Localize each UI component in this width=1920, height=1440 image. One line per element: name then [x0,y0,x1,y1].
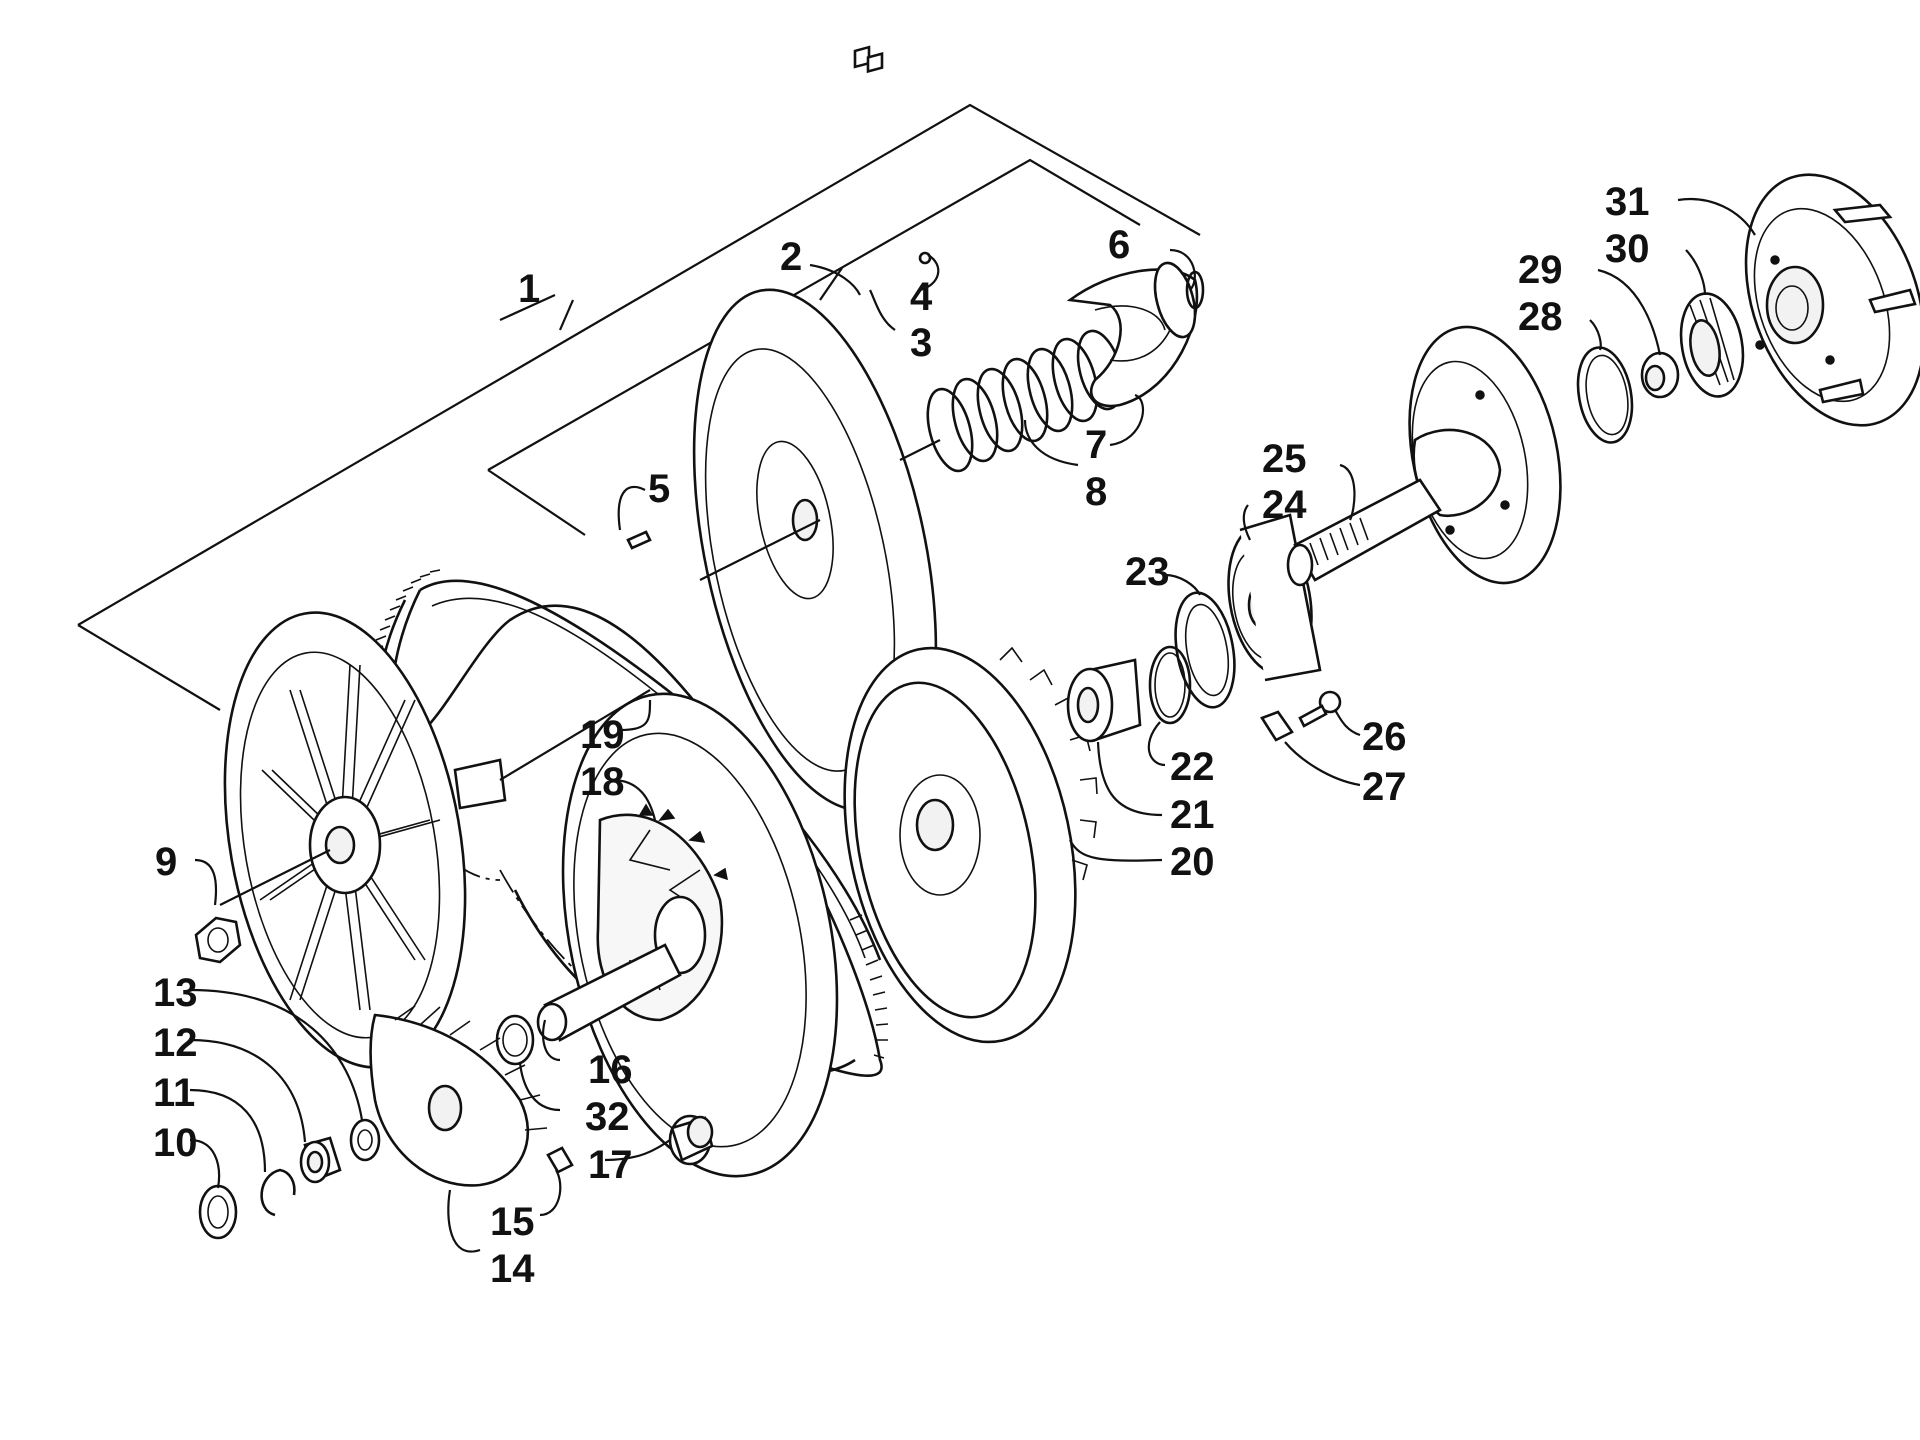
spacer-29 [1640,351,1680,399]
bushing-21 [1066,658,1142,743]
o-ring-22 [1148,645,1192,725]
label-12: 12 [153,1021,198,1065]
label-11: 11 [153,1071,195,1115]
label-2: 2 [780,235,802,279]
label-26: 26 [1362,715,1407,759]
label-9: 9 [155,840,177,884]
label-32: 32 [585,1095,630,1139]
label-30: 30 [1605,227,1650,271]
label-31: 31 [1605,180,1650,224]
bolt-26 [1298,690,1342,728]
coil-spring [899,329,1126,473]
label-29: 29 [1518,248,1563,292]
label-17: 17 [588,1143,633,1187]
label-18: 18 [580,760,625,804]
finned-sheave [843,646,1098,1044]
clutch-31 [1744,173,1920,427]
part-labels: 1 2 3 4 5 6 7 8 9 10 11 12 13 14 15 16 1… [153,180,1650,1291]
block-15 [546,1146,574,1174]
label-22: 22 [1170,745,1215,789]
seal-10 [198,1184,238,1240]
label-19: 19 [580,713,625,757]
seal-23 [1174,591,1236,709]
label-7: 7 [1085,423,1107,467]
washer-32 [495,1014,535,1066]
label-4: 4 [910,275,933,319]
washer-27 [1260,710,1294,742]
label-20: 20 [1170,840,1215,884]
label-3: 3 [910,321,932,365]
label-16: 16 [588,1048,633,1092]
washer-13 [349,1118,381,1162]
bushing-12 [299,1136,342,1184]
roller-17 [668,1114,714,1166]
clutch-drum-shaft [1286,325,1562,587]
ring-28 [1576,346,1634,444]
assembly-bracket-1 [77,103,1201,711]
label-25: 25 [1262,437,1307,481]
fixed-sheave [219,611,651,1069]
label-28: 28 [1518,295,1563,339]
nut-9 [194,916,242,964]
label-6: 6 [1108,223,1130,267]
bearing-30 [1679,292,1745,398]
label-27: 27 [1362,765,1407,809]
label-13: 13 [153,971,198,1015]
label-24: 24 [1262,483,1307,527]
label-23: 23 [1125,550,1170,594]
cam-spider [1066,261,1199,408]
label-10: 10 [153,1121,198,1165]
cover-14 [369,1005,548,1187]
label-21: 21 [1170,793,1215,837]
weight-block [853,45,884,74]
label-14: 14 [490,1247,535,1291]
label-8: 8 [1085,470,1107,514]
label-1: 1 [518,267,540,311]
leader-lines [189,197,1756,1253]
pin-5 [626,530,652,550]
label-5: 5 [648,467,670,511]
shaft-16 [536,943,682,1042]
label-15: 15 [490,1200,535,1244]
small-pin [918,251,932,265]
snap-ring-11 [260,1168,296,1217]
